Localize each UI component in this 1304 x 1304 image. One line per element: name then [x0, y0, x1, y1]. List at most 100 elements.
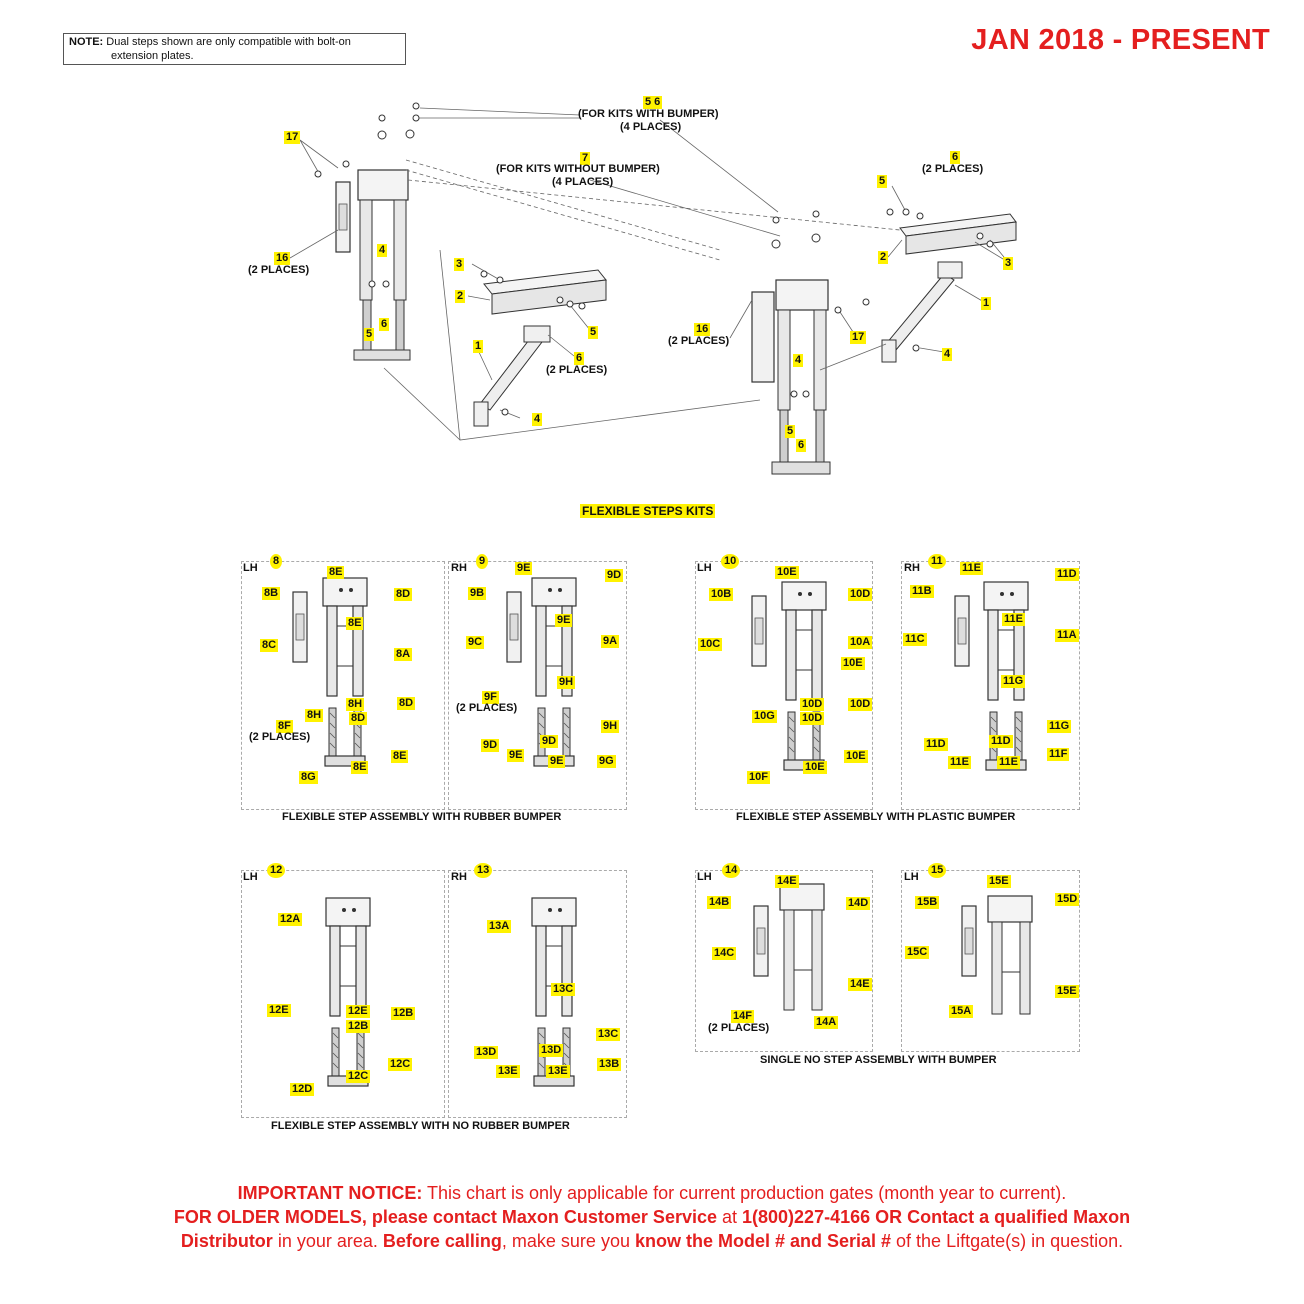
- label-10d-1: 10D: [848, 588, 873, 601]
- label-8f: 8F: [276, 720, 293, 733]
- compatibility-note: NOTE: Dual steps shown are only compatib…: [63, 33, 406, 65]
- label-12c-2: 12C: [388, 1058, 413, 1071]
- label-9d-2: 9D: [481, 739, 500, 752]
- kit-title: FLEXIBLE STEPS KITS: [580, 504, 716, 518]
- callout-3b: 3: [1003, 257, 1014, 270]
- label-10a: 10A: [848, 636, 873, 649]
- label-15e-2: 15E: [1055, 985, 1079, 998]
- top-left-extension-beam: [473, 269, 607, 427]
- notice-c-bold2: Before calling: [382, 1231, 502, 1251]
- label-9b: 9B: [468, 587, 487, 600]
- label-13e-1: 13E: [496, 1065, 520, 1078]
- label-11f: 11F: [1047, 748, 1070, 761]
- without-bumper-label: (FOR KITS WITHOUT BUMPER): [496, 163, 660, 175]
- label-8f-places: (2 PLACES): [249, 731, 311, 743]
- places-6c: (2 PLACES): [922, 163, 984, 175]
- callout-16a: 16: [274, 252, 291, 265]
- label-12c-1: 12C: [346, 1070, 371, 1083]
- panel-14-side: LH: [697, 871, 712, 883]
- callout-5d: 5: [785, 425, 796, 438]
- label-8e-3: 8E: [351, 761, 369, 774]
- notice-c-bold3: know the Model # and Serial #: [634, 1231, 892, 1251]
- date-range-title: JAN 2018 - PRESENT: [971, 24, 1270, 56]
- panel-8-number: 8: [270, 554, 283, 569]
- callout-4d: 4: [793, 354, 804, 367]
- label-11g-2: 11G: [1047, 720, 1072, 733]
- label-11d-1: 11D: [1055, 568, 1079, 581]
- label-8h-2: 8H: [305, 709, 324, 722]
- label-9f-places: (2 PLACES): [456, 702, 518, 714]
- label-15c: 15C: [905, 946, 930, 959]
- label-13c-1: 13C: [551, 983, 576, 996]
- label-10e-4: 10E: [803, 761, 827, 774]
- label-8c: 8C: [260, 639, 279, 652]
- places-16b: (2 PLACES): [668, 335, 730, 347]
- callout-6a: 6: [379, 318, 390, 331]
- label-12e-2: 12E: [346, 1005, 370, 1018]
- notice-c-rest: of the Liftgate(s) in question.: [891, 1231, 1124, 1251]
- label-13b: 13B: [597, 1058, 622, 1071]
- label-12a: 12A: [278, 913, 303, 926]
- top-right-extension-beam: [881, 213, 1017, 363]
- label-13c-2: 13C: [596, 1028, 621, 1041]
- label-8b: 8B: [262, 587, 281, 600]
- label-9e-1: 9E: [515, 562, 533, 575]
- panel-9-number: 9: [476, 554, 489, 569]
- label-10c: 10C: [698, 638, 723, 651]
- label-9a: 9A: [601, 635, 620, 648]
- label-15e-1: 15E: [987, 875, 1011, 888]
- label-14a: 14A: [814, 1016, 839, 1029]
- notice-a-rest: This chart is only applicable for curren…: [422, 1183, 1067, 1203]
- label-10b: 10B: [709, 588, 734, 601]
- panel-14: [695, 870, 873, 1052]
- note-line2: extension plates.: [111, 50, 194, 62]
- panel-13-number: 13: [474, 863, 493, 878]
- label-10d-2: 10D: [800, 712, 825, 725]
- label-11e-2: 11E: [1002, 613, 1025, 626]
- note-label: NOTE:: [69, 36, 104, 48]
- panel-13-side: RH: [451, 871, 467, 883]
- label-14d: 14D: [846, 897, 871, 910]
- label-9h-1: 9H: [557, 676, 576, 689]
- caption-plastic-bumper: FLEXIBLE STEP ASSEMBLY WITH PLASTIC BUMP…: [736, 811, 1016, 823]
- callout-2a: 2: [455, 290, 466, 303]
- label-10g-2: 10D: [800, 698, 825, 711]
- panel-10-number: 10: [721, 554, 740, 569]
- caption-rubber-bumper: FLEXIBLE STEP ASSEMBLY WITH RUBBER BUMPE…: [282, 811, 562, 823]
- callout-4b: 4: [532, 413, 543, 426]
- notice-phone: 1(800)227-4166 OR Contact a qualified Ma…: [742, 1207, 1131, 1227]
- panel-15-side: LH: [904, 871, 919, 883]
- label-14c: 14C: [712, 947, 737, 960]
- with-bumper-places: (4 PLACES): [620, 121, 682, 133]
- callout-5a: 5: [364, 328, 375, 341]
- label-8d-2: 8D: [349, 712, 368, 725]
- label-10d-3: 10D: [848, 698, 873, 711]
- panel-15-art: [961, 895, 1033, 1015]
- label-13d-1: 13D: [474, 1046, 499, 1059]
- label-13e-2: 13E: [546, 1065, 570, 1078]
- notice-b-bold: FOR OLDER MODELS, please contact Maxon C…: [173, 1207, 717, 1227]
- label-10g-1: 10G: [752, 710, 777, 723]
- label-9d-1: 9D: [605, 569, 624, 582]
- panel-14-number: 14: [722, 863, 741, 878]
- panel-10: [695, 561, 873, 810]
- caption-no-rubber-bumper: FLEXIBLE STEP ASSEMBLY WITH NO RUBBER BU…: [271, 1120, 570, 1132]
- callout-6b: 6: [574, 352, 585, 365]
- label-12d: 12D: [290, 1083, 315, 1096]
- panel-12-number: 12: [267, 863, 286, 878]
- callout-6d: 6: [796, 439, 807, 452]
- label-8e-4: 8E: [391, 750, 409, 763]
- label-9e-4: 9E: [548, 755, 566, 768]
- label-10e-3: 10E: [844, 750, 868, 763]
- top-right-step-assembly: [751, 279, 831, 475]
- callout-1a: 1: [473, 340, 484, 353]
- panel-11-side: RH: [904, 562, 920, 574]
- top-left-step-assembly: [335, 169, 411, 361]
- panel-15-number: 15: [928, 863, 947, 878]
- label-11g-1: 11G: [1001, 675, 1026, 688]
- callout-1b: 1: [981, 297, 992, 310]
- label-11c: 11C: [903, 633, 927, 646]
- label-11e-4: 11E: [997, 756, 1020, 769]
- label-12e-1: 12E: [267, 1004, 291, 1017]
